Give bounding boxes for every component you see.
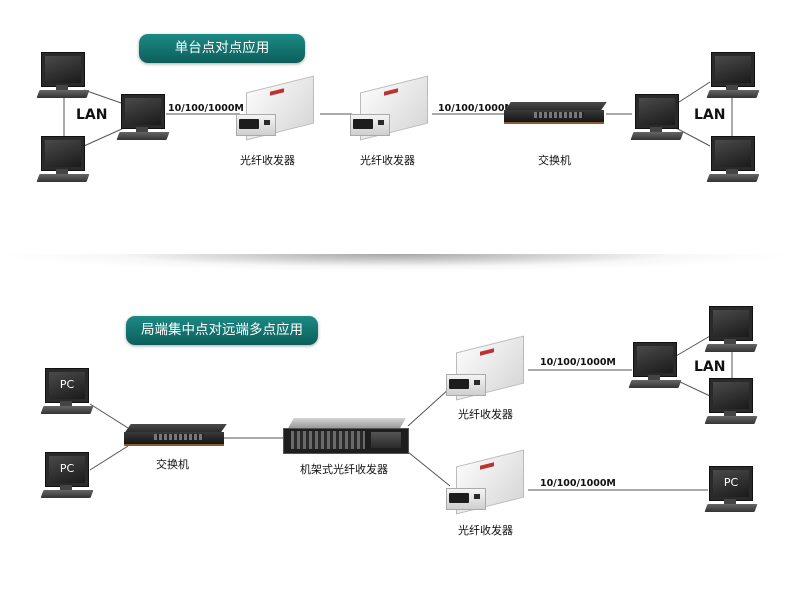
network-switch-bottom [124,424,228,448]
monitor-icon [41,52,85,87]
pc-upper-left: PC [40,368,94,416]
media-converter-right [350,75,432,141]
link-rack-converter-lower [407,451,451,487]
keyboard-icon [706,90,760,98]
switch-ports-icon [534,112,584,118]
pc-lower-left: PC [40,452,94,500]
fiber-port-icon [449,493,469,503]
link-rack-converter-upper [407,387,451,427]
speed-label-right: 10/100/1000M [438,103,514,114]
pc-lan-right-bottom [706,136,760,184]
keyboard-icon [116,132,170,140]
keyboard-icon [40,490,94,498]
monitor-icon [45,368,89,403]
link-pc-upper-switch [89,403,129,429]
pc-remote-lan-gateway [628,342,682,390]
pc-lower-label: PC [59,462,75,475]
media-converter-lower [446,449,528,515]
pc-remote-label: PC [723,476,739,489]
monitor-icon [709,466,753,501]
monitor-icon [633,342,677,377]
pc-lan-left-bottom [36,136,90,184]
pc-lan-left-gateway [116,94,170,142]
converter-lower-label: 光纤收发器 [458,524,513,537]
monitor-icon [635,94,679,129]
keyboard-icon [36,174,90,182]
link-lan-bottom-left [83,127,125,147]
speed-label-left: 10/100/1000M [168,103,244,114]
converter-left-label: 光纤收发器 [240,154,295,167]
monitor-icon [45,452,89,487]
keyboard-icon [628,380,682,388]
network-switch-top [504,102,608,126]
pc-lan-right-gateway [630,94,684,142]
monitor-icon [709,378,753,413]
media-converter-upper [446,335,528,401]
pc-lan-left-top [36,52,90,100]
power-supply-icon [371,432,401,448]
media-converter-left [236,75,318,141]
monitor-icon [41,136,85,171]
keyboard-icon [706,174,760,182]
fiber-port-icon [239,119,259,129]
keyboard-icon [40,406,94,414]
link-remote-lan-bottom [675,379,711,397]
lan-label-remote: LAN [694,359,726,375]
keyboard-icon [36,90,90,98]
pc-remote-single: PC [704,466,758,514]
keyboard-icon [704,344,758,352]
converter-cards-icon [291,431,365,449]
switch-ports-icon [154,434,204,440]
converter-upper-label: 光纤收发器 [458,408,513,421]
keyboard-icon [704,504,758,512]
link-lan-bottom-right [675,127,711,147]
link-pc-lower-switch [89,445,129,471]
switch-top-label: 交换机 [538,154,571,167]
fiber-port-icon [353,119,373,129]
pc-upper-label: PC [59,378,75,391]
monitor-icon [711,136,755,171]
switch-bottom-label: 交换机 [156,458,189,471]
fiber-port-icon [449,379,469,389]
pc-lan-right-top [706,52,760,100]
link-lan-top-left [83,89,125,105]
monitor-icon [711,52,755,87]
section-title-point-to-point: 单台点对点应用 [139,34,305,63]
link-remote-lan-top [675,335,711,357]
speed-label-upper: 10/100/1000M [540,357,616,368]
lan-label-left: LAN [76,107,108,123]
section-divider-shadow [0,254,790,272]
section-title-multipoint: 局端集中点对远端多点应用 [126,316,318,345]
keyboard-icon [630,132,684,140]
pc-remote-lan-bottom [704,378,758,426]
converter-right-label: 光纤收发器 [360,154,415,167]
lan-label-right: LAN [694,107,726,123]
rack-label: 机架式光纤收发器 [300,463,388,476]
keyboard-icon [704,416,758,424]
speed-label-lower: 10/100/1000M [540,478,616,489]
monitor-icon [709,306,753,341]
monitor-icon [121,94,165,129]
link-lan-top-right [675,81,711,105]
pc-remote-lan-top [704,306,758,354]
rack-media-converter [283,418,409,456]
